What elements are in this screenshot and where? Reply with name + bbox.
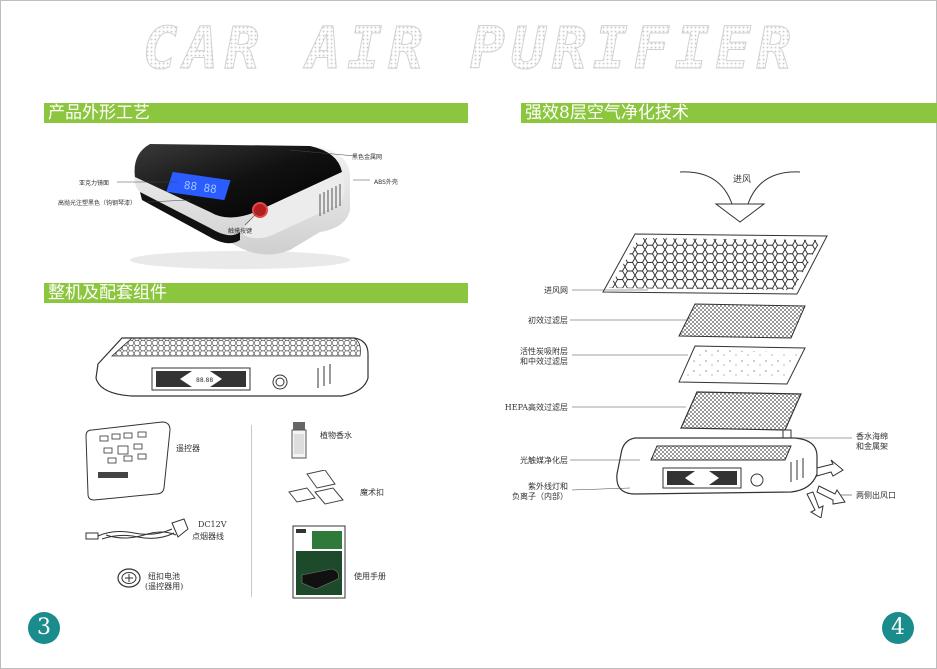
callout-lines bbox=[117, 149, 370, 226]
section-bar-components: 整机及配套组件 bbox=[44, 283, 468, 303]
label-velcro: 魔术扣 bbox=[360, 488, 384, 497]
label-layer-carbon-line2: 和中效过滤层 bbox=[520, 357, 568, 366]
perfume-bottle bbox=[291, 422, 307, 459]
label-layer-grille: 进风网 bbox=[544, 286, 568, 295]
label-manual: 使用手册 bbox=[354, 572, 386, 581]
callout-abs-shell: ABS外壳 bbox=[374, 179, 398, 186]
coin-battery bbox=[117, 568, 141, 588]
velcro-pads bbox=[288, 470, 344, 505]
label-layer-uv-line1: 紫外线灯和 bbox=[528, 482, 568, 491]
unit-drawing: 88.88 bbox=[95, 337, 369, 397]
label-layer-carbon-line1: 活性炭吸附层 bbox=[520, 347, 568, 356]
callout-acrylic-mirror: 亚克力镜面 bbox=[79, 180, 110, 187]
label-sponge-line1: 香水海绵 bbox=[856, 432, 888, 441]
page-number-left: 3 bbox=[28, 612, 60, 644]
dc-cable bbox=[85, 518, 189, 540]
label-layer-uv-line2: 负离子（内部） bbox=[512, 492, 568, 501]
label-inlet: 进风 bbox=[733, 175, 752, 185]
page-number-right: 4 bbox=[882, 612, 914, 644]
label-cable-line2: 点烟器线 bbox=[192, 532, 224, 541]
callout-metal-mesh: 黑色金属网 bbox=[352, 154, 383, 161]
svg-text:88 88: 88 88 bbox=[183, 179, 218, 196]
label-layer-hepa: HEPA高效过滤层 bbox=[504, 403, 568, 412]
callout-black-paint: 高抛光注塑黑色（钩钢琴漆） bbox=[58, 200, 137, 207]
header-title-graphic: CAR AIR PURIFIER bbox=[142, 18, 798, 80]
label-layer-primary: 初效过滤层 bbox=[528, 316, 568, 325]
label-battery-line1: 纽扣电池 bbox=[148, 572, 180, 581]
remote-control bbox=[85, 421, 171, 501]
inlet-arrows bbox=[679, 171, 801, 223]
section-bar-filtration: 强效8层空气净化技术 bbox=[521, 103, 937, 123]
accessory-divider bbox=[251, 425, 252, 597]
svg-text:88.88: 88.88 bbox=[196, 377, 213, 384]
callout-touch-key: 触摸按键 bbox=[228, 228, 253, 235]
label-cable-line1: DC12V bbox=[198, 520, 227, 529]
label-layer-photocatalyst: 光触媒净化层 bbox=[520, 456, 568, 465]
exploded-layers bbox=[602, 233, 846, 518]
label-sponge-line2: 和金属架 bbox=[856, 442, 888, 451]
label-remote: 遥控器 bbox=[176, 444, 200, 453]
label-outlet: 两侧出风口 bbox=[856, 491, 896, 500]
header-title: CAR AIR PURIFIER bbox=[143, 18, 798, 80]
purifier-photo: 88 88 bbox=[130, 144, 350, 269]
label-battery-line2: (遥控器用) bbox=[145, 582, 184, 591]
section-bar-appearance: 产品外形工艺 bbox=[44, 103, 468, 123]
user-manual bbox=[292, 525, 346, 599]
label-perfume: 植物香水 bbox=[320, 431, 352, 440]
